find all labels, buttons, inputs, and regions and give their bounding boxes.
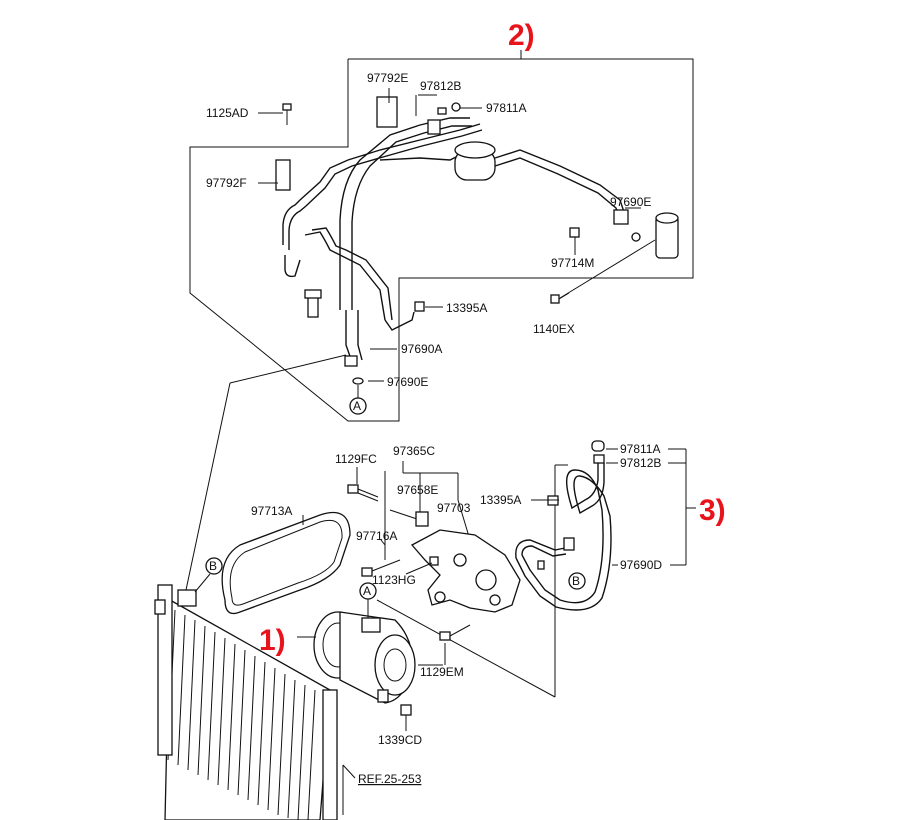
group-3-leaders xyxy=(531,448,696,566)
part-97792F: 97792F xyxy=(206,176,247,190)
part-97716A: 97716A xyxy=(356,529,397,543)
marker-B-tube-label: B xyxy=(572,574,580,588)
nut-1339CD xyxy=(400,704,412,716)
part-97365C: 97365C xyxy=(393,444,435,458)
group-1-label: 1) xyxy=(259,624,286,657)
part-1129FC: 1129FC xyxy=(335,452,377,466)
ref-leader-arrow xyxy=(342,764,356,779)
liquid-tube xyxy=(515,440,612,611)
marker-B-condenser xyxy=(205,557,223,575)
marker-A-compressor-label: A xyxy=(363,584,371,598)
part-97713A: 97713A xyxy=(251,504,292,518)
marker-A-top-label: A xyxy=(353,399,361,413)
condenser xyxy=(154,584,338,820)
part-1125AD: 1125AD xyxy=(206,106,249,120)
part-97703: 97703 xyxy=(437,501,471,515)
part-97690A: 97690A xyxy=(401,342,442,356)
part-97811A-right: 97811A xyxy=(620,442,660,456)
group-2-fasteners xyxy=(282,102,641,312)
group-2-frame xyxy=(189,50,694,422)
bracket-bolts xyxy=(347,471,471,641)
group-2-label: 2) xyxy=(508,19,535,52)
part-97690E-top: 97690E xyxy=(610,195,651,209)
part-97792E: 97792E xyxy=(367,71,408,85)
discharge-suction-hose-assembly xyxy=(275,96,679,385)
ac-compressor xyxy=(313,611,416,704)
part-97811A: 97811A xyxy=(486,101,526,115)
part-13395A-top: 13395A xyxy=(446,301,487,315)
marker-B-tube xyxy=(568,572,586,590)
part-1129EM: 1129EM xyxy=(420,665,464,679)
compressor-bracket xyxy=(410,511,521,613)
part-97690E-mid: 97690E xyxy=(387,375,428,389)
group-3-label: 3) xyxy=(699,494,726,527)
part-97812B-right: 97812B xyxy=(620,456,661,470)
bracket-leaders xyxy=(302,467,446,666)
part-97714M: 97714M xyxy=(551,256,594,270)
drive-belt xyxy=(221,511,351,615)
marker-B-condenser-leader xyxy=(194,573,211,593)
ref-25-253: REF.25-253 xyxy=(358,772,422,786)
marker-A-top xyxy=(349,397,367,415)
marker-B-condenser-label: B xyxy=(209,559,217,573)
part-13395A-right: 13395A xyxy=(480,493,521,507)
part-1140EX: 1140EX xyxy=(533,322,575,336)
part-1339CD: 1339CD xyxy=(378,733,422,747)
part-1123HG: 1123HG xyxy=(372,573,416,587)
part-97812B: 97812B xyxy=(420,79,461,93)
part-97658E: 97658E xyxy=(397,483,438,497)
part-97690D: 97690D xyxy=(620,558,662,572)
